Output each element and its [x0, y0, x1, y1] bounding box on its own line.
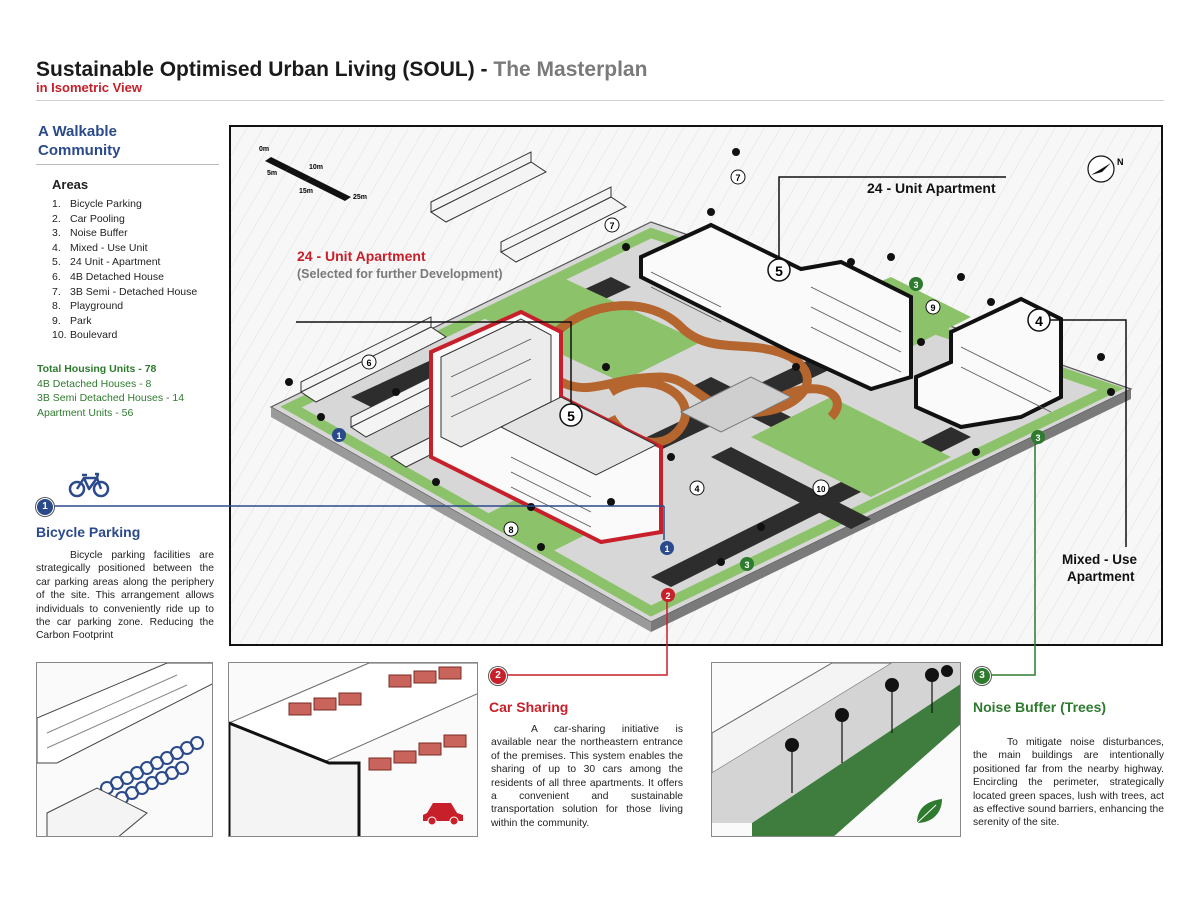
bicycle-body: Bicycle parking facilities are strategic…: [36, 550, 214, 642]
label-apartment-right: 24 - Unit Apartment: [867, 180, 996, 196]
scale-bar: 0m 5m 10m 15m 25m: [259, 146, 367, 201]
section-1-number: 1: [36, 498, 54, 516]
scale-15m: 15m: [299, 188, 313, 195]
header-divider: [36, 100, 1164, 101]
page-title: Sustainable Optimised Urban Living (SOUL…: [36, 58, 647, 82]
noise-body: To mitigate noise disturbances, the main…: [973, 737, 1164, 829]
car-sharing-detail: [228, 662, 478, 837]
area-item: 5.24 Unit - Apartment: [52, 256, 161, 269]
svg-text:5: 5: [567, 408, 575, 424]
stat-apartments: Apartment Units - 56: [37, 406, 134, 419]
apartment-right: [639, 222, 913, 392]
marker-5-right: 5: [767, 258, 791, 282]
bicycle-parking-detail: [36, 662, 213, 837]
svg-text:10: 10: [817, 485, 826, 494]
marker-2: 2: [661, 588, 675, 602]
area-item: 10.Boulevard: [52, 329, 118, 342]
page-subtitle: in Isometric View: [36, 80, 142, 95]
compass-n: N: [1117, 157, 1124, 167]
marker-1a: 1: [332, 428, 346, 442]
leaf-icon: [916, 799, 942, 824]
marker-7b: 7: [730, 169, 746, 185]
scale-5m: 5m: [267, 170, 277, 177]
sidebar-heading: A Walkable Community: [38, 123, 121, 159]
area-item: 6.4B Detached House: [52, 270, 164, 283]
area-item: 3.Noise Buffer: [52, 227, 128, 240]
marker-9: 9: [925, 299, 941, 315]
car-title: Car Sharing: [489, 699, 569, 715]
marker-3b: 3: [740, 557, 754, 571]
compass-icon: N: [1087, 155, 1124, 183]
bicycle-title: Bicycle Parking: [36, 524, 141, 540]
areas-list: 1.Bicycle Parking 2.Car Pooling 3.Noise …: [52, 197, 197, 343]
title-grey: The Masterplan: [493, 58, 648, 81]
area-item: 8.Playground: [52, 300, 124, 313]
marker-5-left: 5: [559, 403, 583, 427]
bicycle-icon: [68, 472, 110, 498]
scale-0m: 0m: [259, 146, 269, 153]
car-body: A car-sharing initiative is available ne…: [491, 724, 683, 829]
area-item: 4.Mixed - Use Unit: [52, 241, 148, 254]
svg-text:3: 3: [1035, 433, 1040, 443]
noise-buffer-detail: [711, 662, 961, 837]
stat-detached: 4B Detached Houses - 8: [37, 377, 152, 390]
marker-10: 10: [812, 479, 830, 497]
area-item: 1.Bicycle Parking: [52, 198, 142, 210]
isometric-plan: 0m 5m 10m 15m 25m N 5 5 4 6 7 7 8 9 10 4: [231, 127, 1161, 644]
sidebar-divider: [36, 164, 219, 165]
marker-6: 6: [361, 354, 377, 370]
marker-4-small: 4: [689, 480, 705, 496]
label-apartment-selected-sub: (Selected for further Development): [297, 267, 503, 281]
area-item: 7.3B Semi - Detached House: [52, 285, 198, 298]
label-mixed-use-2: Apartment: [1067, 569, 1135, 584]
scale-25m: 25m: [353, 194, 367, 201]
section-3-number: 3: [973, 667, 991, 685]
noise-title: Noise Buffer (Trees): [973, 699, 1107, 715]
svg-text:3: 3: [744, 560, 749, 570]
trees: [285, 148, 1115, 566]
svg-text:5: 5: [775, 263, 783, 279]
stat-semi: 3B Semi Detached Houses - 14: [37, 392, 185, 405]
svg-text:6: 6: [366, 358, 371, 368]
svg-text:3: 3: [913, 280, 918, 290]
area-item: 9.Park: [52, 314, 92, 327]
svg-text:1: 1: [664, 544, 669, 554]
apartment-selected: [429, 309, 663, 545]
title-main: Sustainable Optimised Urban Living (SOUL…: [36, 58, 494, 81]
label-mixed-use-1: Mixed - Use: [1062, 552, 1138, 567]
svg-text:2: 2: [665, 591, 670, 601]
section-2-number: 2: [489, 667, 507, 685]
car-icon: [423, 803, 463, 826]
marker-1b: 1: [660, 541, 674, 555]
marker-7a: 7: [604, 217, 620, 233]
marker-4: 4: [1027, 308, 1051, 332]
masterplan-map: 0m 5m 10m 15m 25m N 5 5 4 6 7 7 8 9 10 4: [229, 125, 1163, 646]
svg-text:9: 9: [930, 303, 935, 313]
svg-text:7: 7: [735, 173, 740, 183]
stat-total: Total Housing Units - 78: [37, 363, 157, 375]
svg-text:7: 7: [609, 221, 614, 231]
label-apartment-selected: 24 - Unit Apartment: [297, 248, 426, 264]
marker-8: 8: [503, 521, 519, 537]
area-item: 2.Car Pooling: [52, 212, 125, 225]
scale-10m: 10m: [309, 164, 323, 171]
svg-text:8: 8: [508, 525, 513, 535]
svg-text:4: 4: [694, 484, 699, 494]
svg-text:4: 4: [1035, 313, 1043, 329]
areas-heading: Areas: [52, 177, 89, 192]
marker-3a: 3: [909, 277, 923, 291]
housing-stats: Total Housing Units - 78 4B Detached Hou…: [37, 362, 184, 420]
svg-text:1: 1: [336, 431, 341, 441]
